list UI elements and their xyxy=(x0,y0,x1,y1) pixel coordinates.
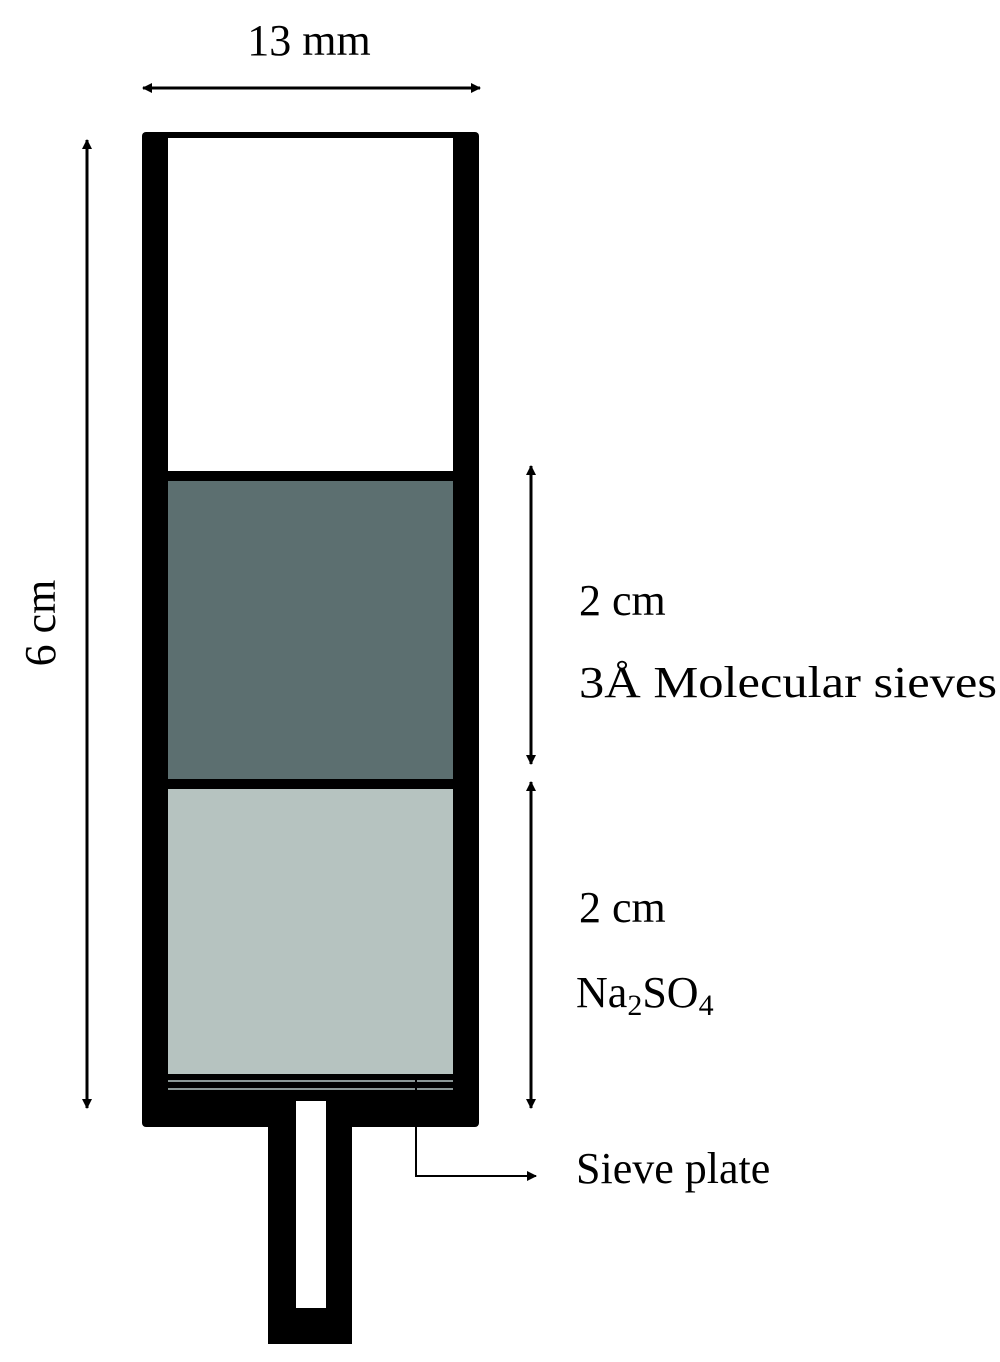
column-body xyxy=(142,132,479,1344)
sulfate-length-label: 2 cm xyxy=(579,883,666,932)
molecular-sieves-layer xyxy=(168,481,453,779)
sodium-sulfate-layer xyxy=(168,789,453,1074)
height-label: 6 cm xyxy=(16,580,65,667)
sulfate-name-label: Na2SO4 xyxy=(576,968,714,1022)
sieve-plate xyxy=(168,1074,453,1096)
sulfate-name-part: SO xyxy=(642,968,698,1017)
sulfate-name-subscript: 4 xyxy=(699,989,714,1022)
sulfate-name-subscript: 2 xyxy=(627,989,642,1022)
sieves-length-label: 2 cm xyxy=(579,576,666,625)
empty-section xyxy=(168,138,453,471)
sieves-name-label: 3Å Molecular sieves xyxy=(579,658,997,707)
width-label: 13 mm xyxy=(247,16,370,65)
sieve-plate-label: Sieve plate xyxy=(576,1144,770,1193)
sulfate-name-part: Na xyxy=(576,968,627,1017)
sieve-plate-leader xyxy=(415,1076,537,1181)
outlet-bore xyxy=(296,1101,326,1308)
